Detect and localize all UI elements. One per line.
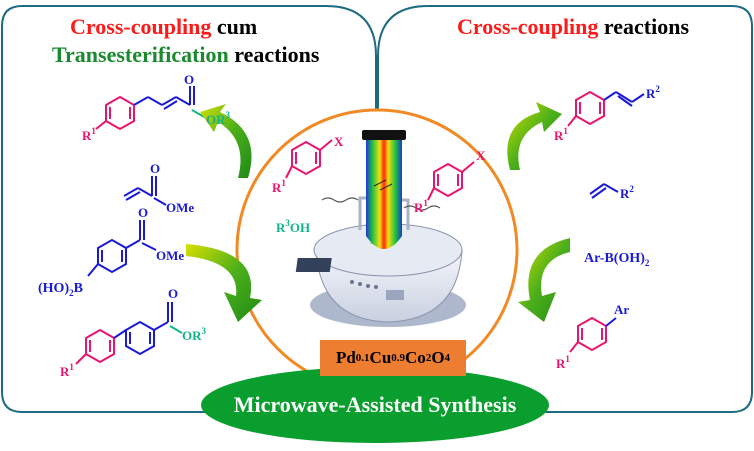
aryl-halide-right [427,161,475,201]
cinnamate-chain [133,86,195,110]
arrow-left-bottom [186,244,262,322]
label-r2-alkene: R2 [620,184,634,201]
left-title-line1: Cross-coupling cum [70,14,258,39]
label-r1-right-reactant: R1 [414,198,428,215]
label-ome-boronic: OMe [156,248,184,263]
biphenyl-ring-b [113,302,173,356]
label-r1-right-bottom: R1 [556,354,570,371]
stilbene-product [567,90,605,127]
boronic-acid-ester [87,220,157,277]
stilbene-vinyl [603,91,645,107]
aryl-halide-center [285,139,333,179]
arrow-right-bottom [518,238,570,322]
label-r3oh: R3OH [276,218,310,235]
label-r1-center: R1 [272,178,286,195]
arrow-right-top [507,102,562,170]
biphenyl-ring-a [75,328,115,365]
label-or3-top: OR3 [206,110,231,127]
label-x-center: X [334,134,344,149]
label-ome-acrylate: OMe [166,200,194,215]
microwave-reactor [295,196,466,327]
left-title-line2: Transesterification reactions [52,42,320,67]
methyl-acrylate [123,176,167,206]
label-o-boronic: O [138,205,148,220]
label-o-acrylate: O [150,161,160,176]
label-o-top: O [184,72,194,87]
alkene-reagent [589,183,619,199]
banner-label: Microwave-Assisted Synthesis [233,392,517,417]
label-ar: Ar [614,302,629,317]
label-r1-right-top: R1 [554,126,568,143]
label-x-right: X [476,148,486,163]
label-o-biphenyl: O [168,286,178,301]
reaction-tube [362,130,406,249]
cinnamate-product [95,95,135,131]
label-r1-left-bottom: R1 [60,362,74,379]
label-arboronic: Ar-B(OH)2 [584,251,650,268]
biaryl-product [569,316,607,353]
label-r1-left-top: R1 [82,126,96,143]
right-title: Cross-coupling reactions [457,14,690,39]
arrow-left-top [200,104,252,178]
label-r2-top: R2 [646,84,660,101]
biaryl-bond [605,317,617,327]
label-ho2b: (HO)2B [38,281,83,298]
microwave-banner [201,367,549,443]
biphenyl-ester-bond [169,325,183,334]
label-or3-bottom: OR3 [182,326,207,343]
